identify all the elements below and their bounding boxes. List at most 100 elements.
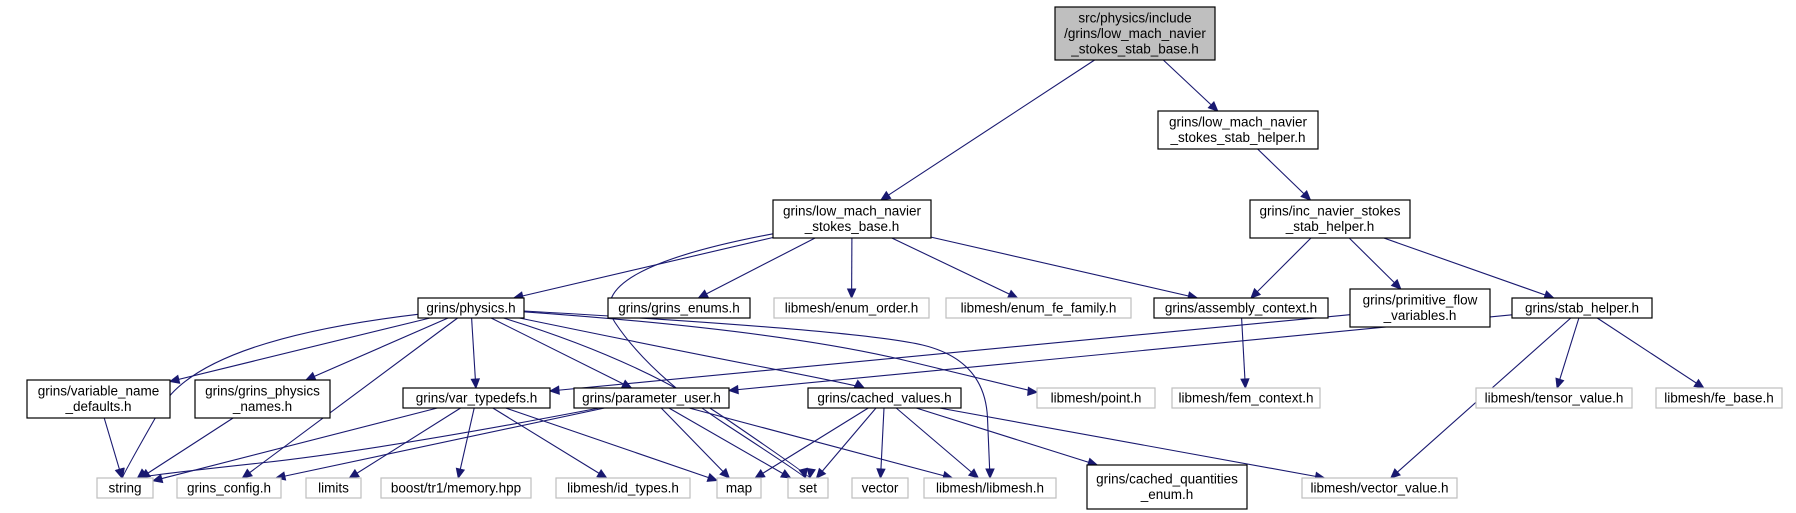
edge-line [660,407,730,479]
arrowhead-icon [470,378,481,390]
node-physics[interactable]: grins/physics.h [417,297,525,319]
node-assembly-context[interactable]: grins/assembly_context.h [1153,297,1329,319]
node-vector-value: libmesh/vector_value.h [1301,477,1458,499]
edge-line [939,407,1325,479]
node-label: libmesh/vector_value.h [1310,480,1448,495]
node-label: grins/physics.h [426,300,515,315]
edge-line [1348,237,1402,290]
arrowhead-icon [136,468,148,479]
arrowhead-icon [1207,100,1219,112]
edge-line [1250,237,1312,299]
node-label: libmesh/enum_order.h [785,300,919,315]
edge-line [930,236,1198,299]
node-var-typedefs[interactable]: grins/var_typedefs.h [402,387,551,409]
arrowhead-icon [1027,386,1039,397]
edge-physics-to-physics_names [304,317,449,381]
node-label: _stokes_stab_base.h [1070,41,1199,56]
node-primitive-flow[interactable]: grins/primitive_flow_variables.h [1349,288,1491,328]
edge-layer [103,59,1705,484]
node-label: grins/cached_quantities [1096,472,1238,487]
arrowhead-icon [1300,190,1312,201]
edge-line [1383,237,1554,299]
node-variable-name[interactable]: grins/variable_name_defaults.h [26,379,171,419]
edge-line [457,407,475,479]
arrowhead-icon [727,384,739,395]
node-inc-helper[interactable]: grins/inc_navier_stokes_stab_helper.h [1249,199,1411,239]
node-box [194,379,331,419]
node-label: string [108,480,141,495]
edge-line [549,314,1351,392]
edge-physics-to-variable_name [168,317,431,384]
node-physics-names[interactable]: grins/grins_physics_names.h [194,379,331,419]
node-label: grins/cached_values.h [817,390,951,405]
arrowhead-icon [1250,287,1262,299]
edge-cached_values-to-vector [876,407,886,480]
node-label: libmesh/point.h [1051,390,1142,405]
arrowhead-icon [1389,468,1401,479]
node-box [380,477,532,499]
edge-line [698,237,816,299]
node-parameter-user[interactable]: grins/parameter_user.h [573,387,730,409]
node-box [1171,387,1321,409]
node-box [555,477,691,499]
edge-line [880,59,1095,201]
node-box [945,297,1132,319]
node-set: set [787,477,829,499]
node-point: libmesh/point.h [1036,387,1156,409]
node-cached-values[interactable]: grins/cached_values.h [807,387,962,409]
node-string: string [96,477,154,499]
edge-cached_values-to-map [754,407,869,479]
arrowhead-icon [806,467,816,480]
edge-line [1596,317,1705,389]
node-label: libmesh/fem_context.h [1178,390,1313,405]
edge-line [1556,317,1580,389]
arrowhead-icon [168,374,181,384]
node-box [1054,6,1216,61]
node-root[interactable]: src/physics/include/grins/low_mach_navie… [1054,6,1216,61]
node-lmns-helper[interactable]: grins/low_mach_navier_stokes_stab_helper… [1157,110,1319,150]
arrowhead-icon [876,468,886,480]
node-tensor-value: libmesh/tensor_value.h [1475,387,1633,409]
arrowhead-icon [304,371,317,381]
edge-root-to-lmns_base [879,59,1095,201]
edge-line [121,313,419,479]
edge-var_typedefs-to-map [505,407,719,482]
edge-line [1241,317,1246,389]
node-grins-enums[interactable]: grins/grins_enums.h [607,297,751,319]
node-lmns-base[interactable]: grins/low_mach_navier_stokes_base.h [772,199,932,239]
node-cached-quantities[interactable]: grins/cached_quantities_enum.h [1086,464,1248,510]
edge-var_typedefs-to-string [151,407,438,484]
node-box [1086,464,1248,510]
edge-line [140,417,234,479]
node-label: grins/inc_navier_stokes [1259,204,1400,219]
arrowhead-icon [779,469,792,479]
arrowhead-icon [879,190,892,201]
edge-line [523,310,991,479]
node-label: grins/low_mach_navier [1169,115,1308,130]
node-label: grins/primitive_flow [1363,293,1478,308]
edge-stab_helper-to-fe_base [1596,317,1705,389]
edge-physics-to-parameter_user [490,317,633,389]
edge-line [1257,148,1311,201]
node-label: libmesh/enum_fe_family.h [961,300,1117,315]
edge-line [895,407,979,479]
node-label: grins/variable_name [38,384,160,399]
node-fe-base: libmesh/fe_base.h [1655,387,1783,409]
edge-line [668,407,791,479]
arrowhead-icon [853,379,866,389]
node-label: grins_config.h [187,480,271,495]
node-stab-helper[interactable]: grins/stab_helper.h [1511,297,1653,319]
arrowhead-icon [620,379,633,389]
node-limits: limits [305,477,362,499]
edge-line [103,417,123,479]
edge-variable_name-to-string [103,417,124,480]
arrowhead-icon [114,467,124,480]
node-label: libmesh/id_types.h [567,480,679,495]
edge-line [688,407,953,479]
node-box [787,477,829,499]
node-label: libmesh/tensor_value.h [1485,390,1624,405]
node-label: limits [318,480,349,495]
node-label: grins/var_typedefs.h [416,390,538,405]
arrowhead-icon [815,467,827,479]
